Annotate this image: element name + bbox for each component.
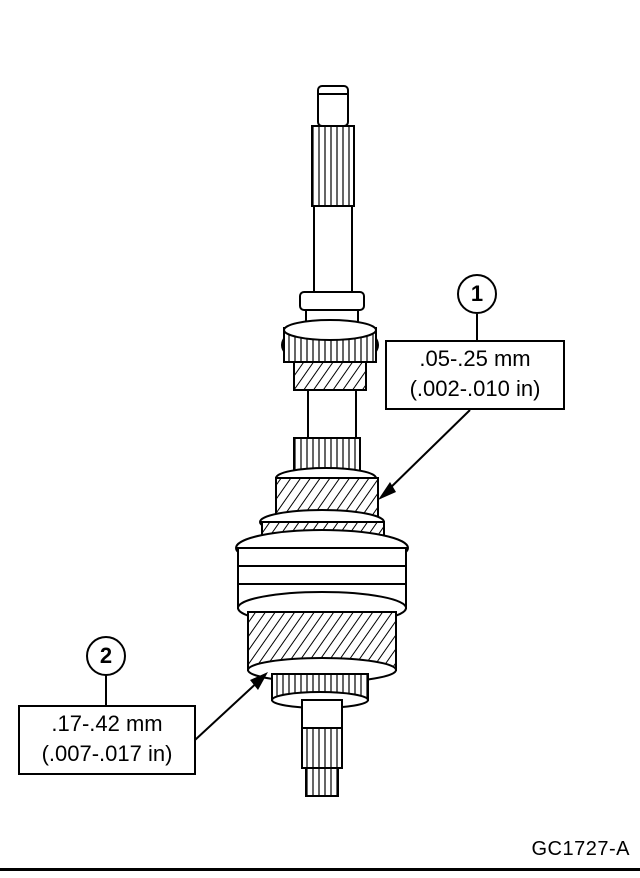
shaft-threaded-end [305, 767, 339, 797]
callout-1-spec-in: (.002-.010 in) [409, 376, 541, 401]
callout-1-spec: .05-.25 mm (.002-.010 in) [385, 340, 565, 410]
callout-1-spec-mm: .05-.25 mm [419, 346, 531, 371]
callout-2-spec-mm: .17-.42 mm [51, 711, 163, 736]
callout-2-spec-in: (.007-.017 in) [41, 741, 173, 766]
figure-id: GC1727-A [531, 838, 630, 860]
callout-2-number: 2 [86, 636, 126, 676]
callout-2-spec: .17-.42 mm (.007-.017 in) [18, 705, 196, 775]
callout-1-arrowhead [378, 482, 396, 500]
callout-2-arrowhead [250, 672, 268, 690]
callout-2-leader [194, 677, 263, 741]
shaft-tip [317, 85, 349, 127]
callout-1-leader [383, 409, 471, 495]
callout-1-number: 1 [457, 274, 497, 314]
bottom-rule [0, 868, 640, 871]
upper-shaft-splines [311, 125, 355, 207]
